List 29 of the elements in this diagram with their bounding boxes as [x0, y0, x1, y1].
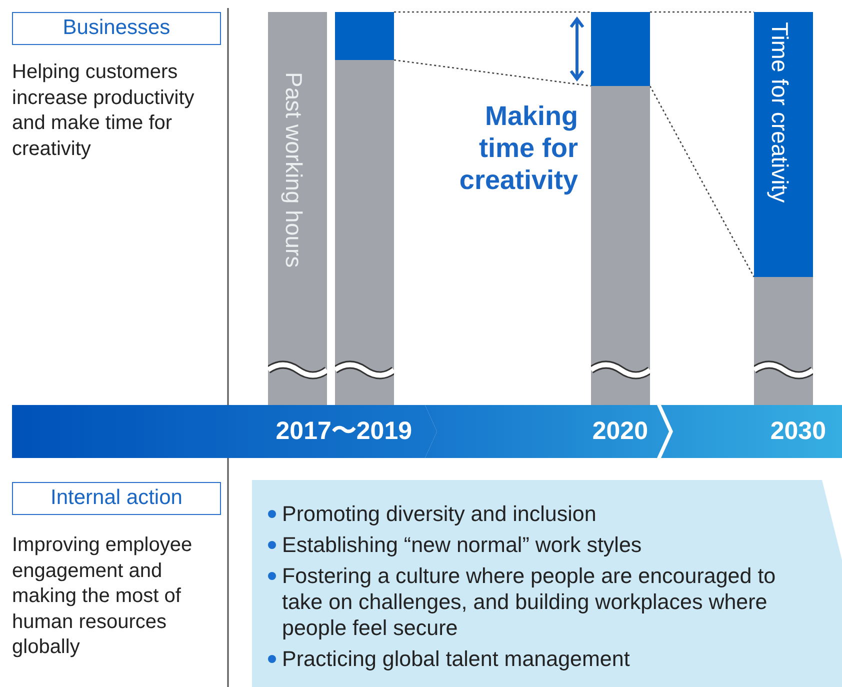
heading-box: Businesses [12, 12, 221, 45]
bullet-item: Practicing global talent management [268, 646, 812, 672]
timeline-band [661, 405, 842, 458]
guide-line [394, 11, 591, 13]
time-bar [268, 12, 327, 405]
time-bar [591, 12, 650, 405]
callout-text: Making time for creativity [458, 100, 578, 196]
bullet-item: Fostering a culture where people are encouraged to take on challenges, and building workplaces where people feel secure [268, 563, 812, 641]
guide-line [394, 59, 592, 87]
year-label: 2020 [592, 416, 648, 447]
year-label: 2017〜2019 [276, 416, 412, 447]
guide-line [650, 11, 754, 13]
bar-label: Past working hours [280, 72, 307, 268]
heading-box: Internal action [12, 482, 221, 515]
timeline-band [425, 405, 669, 458]
timeline-band [12, 405, 437, 458]
time-bar [754, 12, 813, 405]
creativity-segment [335, 12, 394, 60]
creativity-segment [591, 12, 650, 86]
guide-line [649, 86, 755, 278]
action-panel [252, 480, 842, 687]
bar-label: Time for creativity [766, 22, 793, 203]
bullet-item: Establishing “new normal” work styles [268, 532, 812, 558]
description-text: Improving employee engagement and making the most of human resources globally [12, 533, 194, 660]
time-bar [335, 12, 394, 405]
creativity-segment [754, 12, 813, 277]
description-text: Helping customers increase productivity and make time for creativity [12, 60, 196, 162]
year-label: 2030 [770, 416, 826, 447]
bullet-item: Promoting diversity and inclusion [268, 501, 812, 527]
